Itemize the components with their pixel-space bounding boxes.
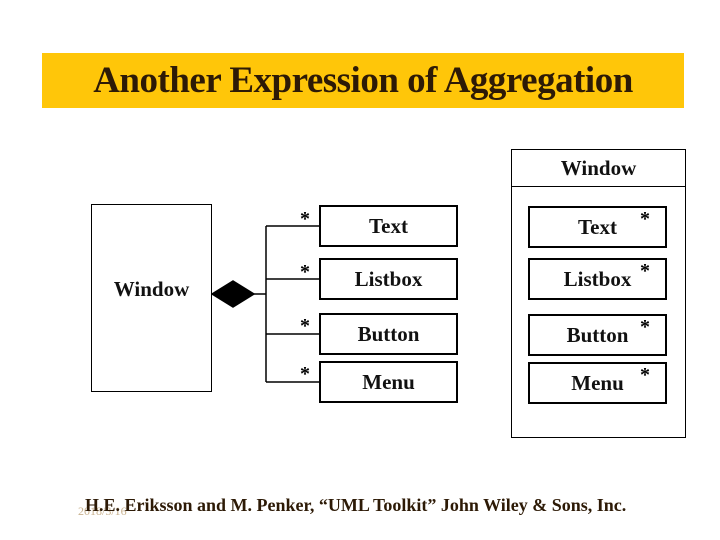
class-box-text: Text (319, 205, 458, 247)
class-label-text: Text (369, 213, 408, 238)
composite-part-menu: Menu * (528, 362, 667, 404)
multiplicity-star-text: * (300, 208, 310, 230)
composite-part-button: Button * (528, 314, 667, 356)
class-label-window: Window (113, 277, 190, 301)
composite-part-listbox: Listbox * (528, 258, 667, 300)
class-box-listbox: Listbox (319, 258, 458, 300)
class-box-menu: Menu (319, 361, 458, 403)
multiplicity-star-listbox: * (300, 261, 310, 283)
composite-part-text: Text * (528, 206, 667, 248)
class-label-menu: Menu (362, 369, 415, 394)
multiplicity-star-button: * (300, 315, 310, 337)
class-box-window-aggregate: Window (91, 204, 212, 392)
slide-title: Another Expression of Aggregation (93, 60, 633, 101)
class-label-listbox: Listbox (354, 266, 423, 291)
slide-title-bar: Another Expression of Aggregation (42, 53, 684, 108)
slide-date: 2018/3/16 (78, 504, 127, 518)
composite-part-label-listbox: Listbox (563, 266, 632, 291)
composite-window-box: Window Text * Listbox * Button * Menu * (511, 149, 686, 438)
multiplicity-star-button-inner: * (640, 316, 650, 338)
multiplicity-star-menu: * (300, 363, 310, 385)
aggregation-diamond-icon (210, 280, 256, 308)
multiplicity-star-menu-inner: * (640, 364, 650, 386)
composite-window-label: Window (560, 155, 637, 180)
composite-part-label-menu: Menu (571, 370, 624, 395)
class-box-button: Button (319, 313, 458, 355)
composite-part-label-text: Text (578, 214, 617, 239)
connector-lines (254, 225, 319, 383)
composite-window-header: Window (512, 150, 685, 187)
multiplicity-star-text-inner: * (640, 208, 650, 230)
citation-text: H.E. Eriksson and M. Penker, “UML Toolki… (85, 495, 627, 515)
class-label-button: Button (357, 321, 420, 346)
composite-part-label-button: Button (566, 322, 629, 347)
multiplicity-star-listbox-inner: * (640, 260, 650, 282)
